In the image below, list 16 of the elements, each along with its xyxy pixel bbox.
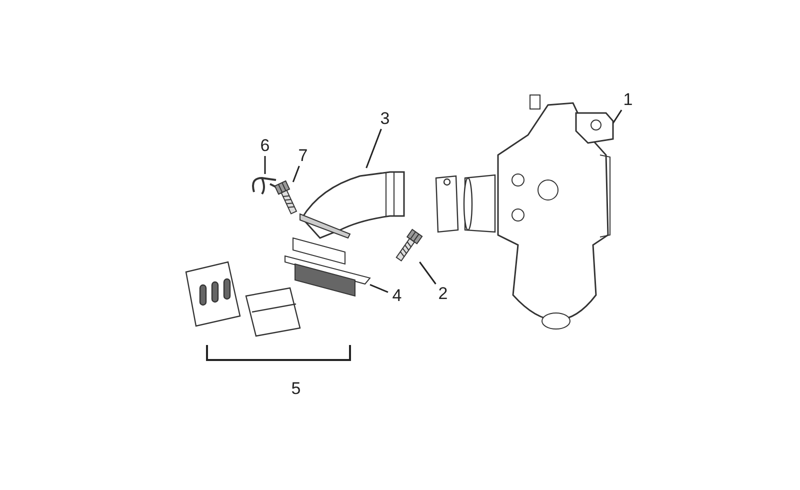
- callout-number: 3: [376, 109, 394, 129]
- leader-line: [419, 262, 436, 284]
- callout-number: 6: [256, 136, 274, 156]
- callout-number: 1: [620, 90, 636, 110]
- leader-line: [292, 166, 300, 182]
- leader-line: [370, 284, 388, 293]
- leader-line: [612, 110, 622, 124]
- leader-line: [264, 156, 266, 174]
- leader-line: [366, 128, 382, 168]
- callout-number: 5: [290, 379, 302, 399]
- reed-valve-drawing: [285, 238, 370, 296]
- bolt-drawing: [276, 182, 298, 214]
- callout-number: 7: [294, 146, 312, 166]
- bolt-drawing: [393, 230, 423, 262]
- callout-number: 2: [434, 284, 452, 304]
- callout-number: 4: [388, 286, 406, 306]
